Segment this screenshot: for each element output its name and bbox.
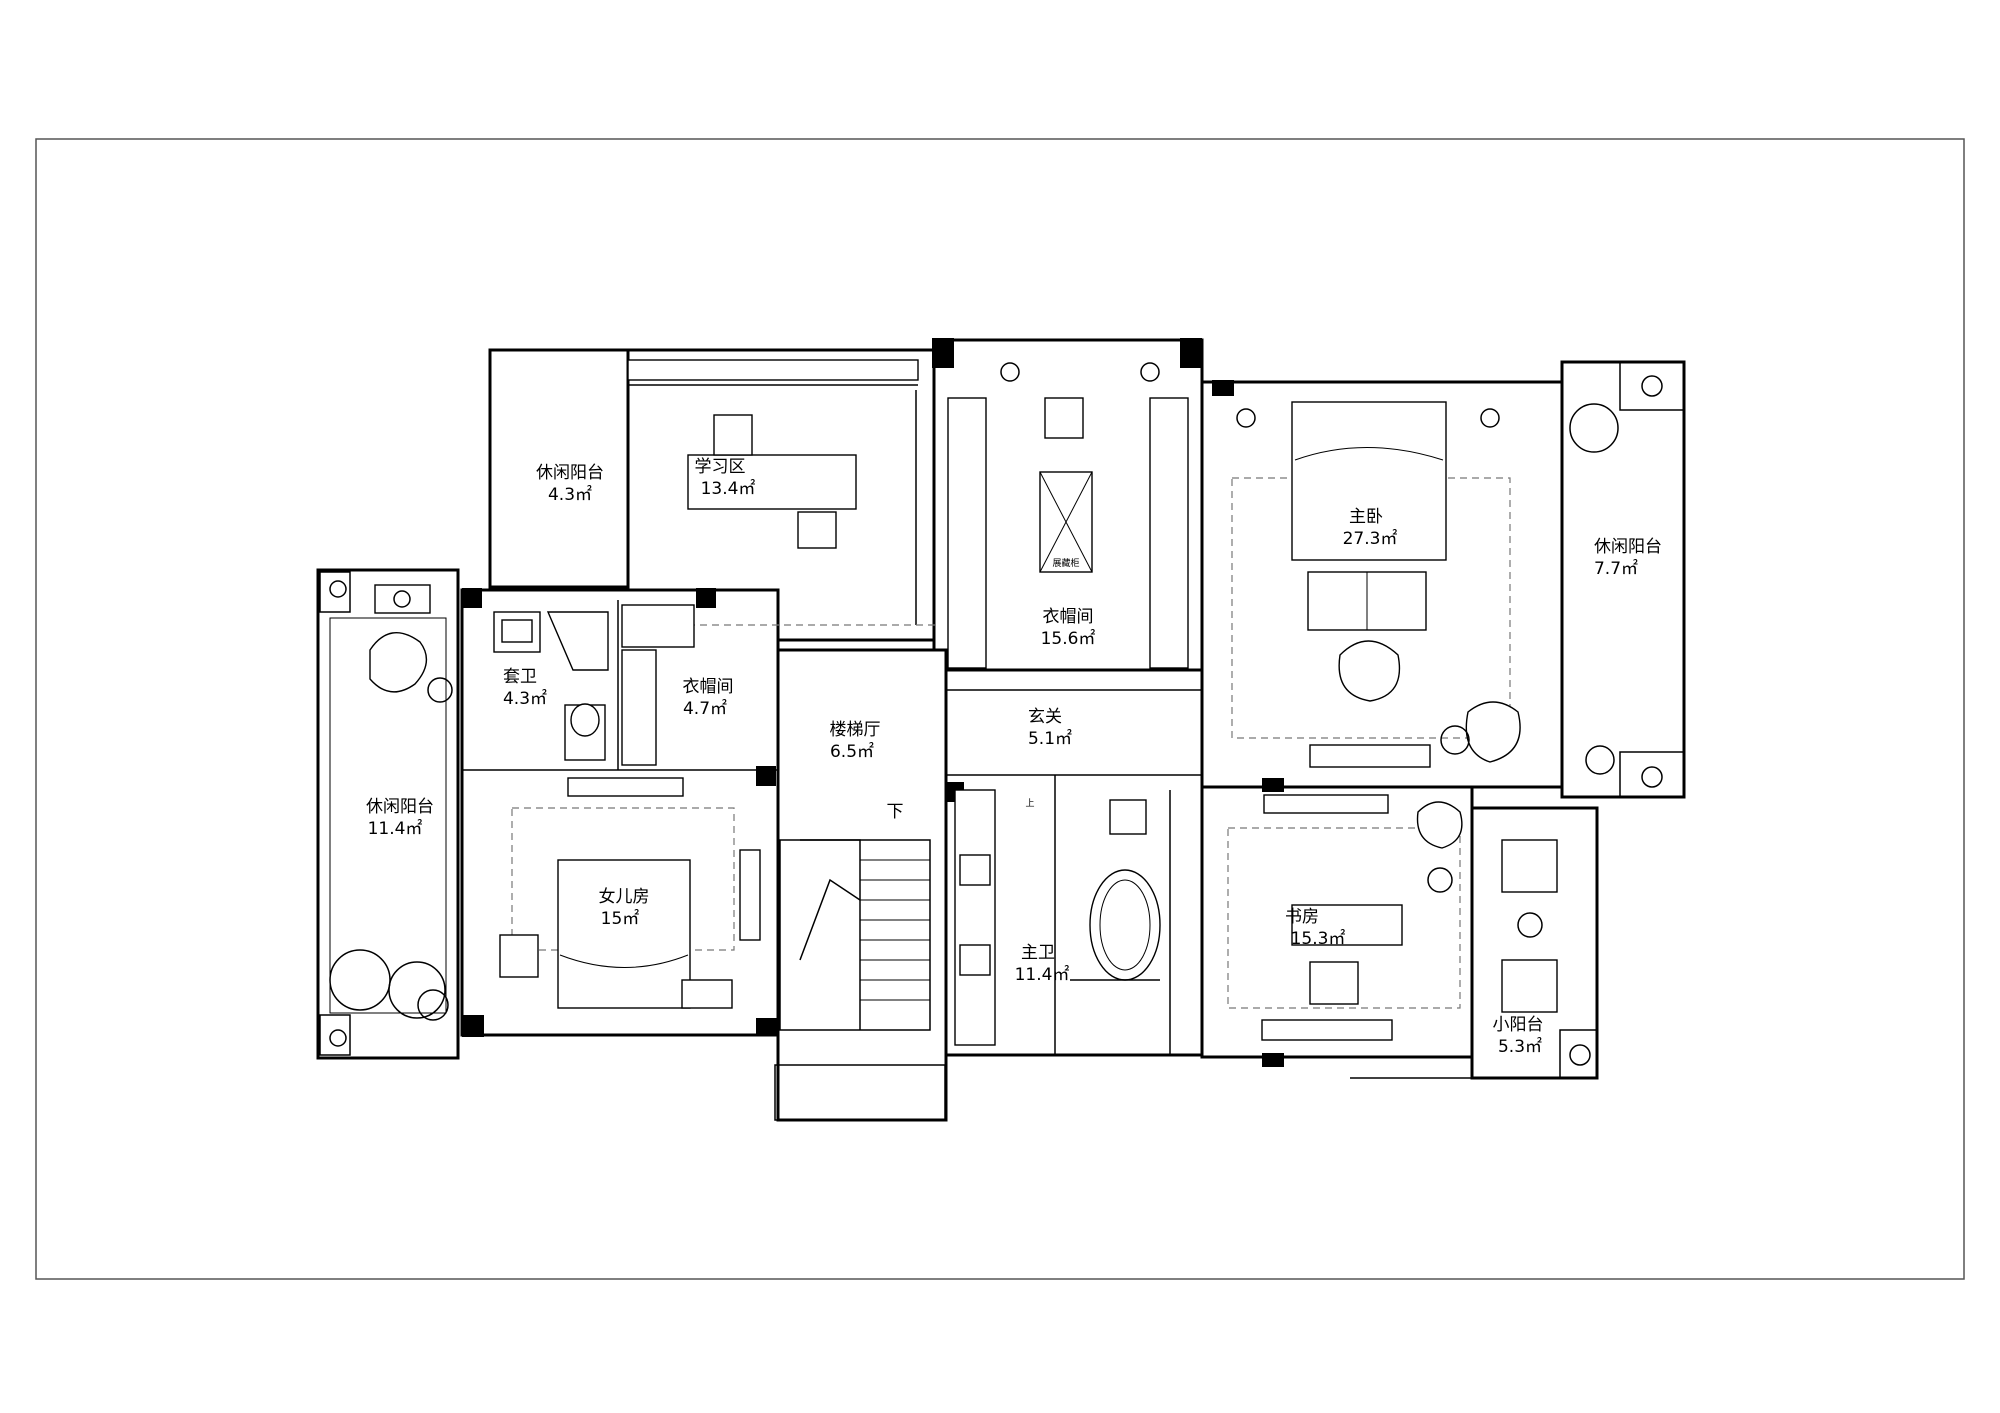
room-name-closet-main: 衣帽间 [1043,607,1094,627]
master-bed-furniture [1236,401,1521,768]
stair-hall-stairs: 下 [774,802,946,1121]
room-area-guest-bath: 4.3㎡ [503,689,547,709]
room-name-balcony-b: 休闲阳台 [1594,537,1662,557]
room-name-guest-bath: 套卫 [503,667,537,687]
room-name-small-balcony: 小阳台 [1493,1015,1544,1035]
room-area-closet-small: 4.7㎡ [683,699,727,719]
balcony-b-furniture [1569,403,1619,775]
room-name-study: 书房 [1285,907,1319,927]
closet-island-label: 展藏柜 [1052,557,1079,569]
stair-direction-label: 下 [887,802,904,822]
room-name-master-bed: 主卧 [1349,507,1383,527]
room-name-master-bath: 主卫 [1021,943,1055,963]
drawing-frame [35,138,1965,1280]
master-bath-fixtures: 上 [954,789,1161,1046]
room-name-balcony-c: 休闲阳台 [366,797,434,817]
room-name-study-zone: 学习区 [695,457,746,477]
small-balcony-furniture [1501,839,1598,1079]
room-name-closet-small: 衣帽间 [683,677,734,697]
room-area-study-zone: 13.4㎡ [701,479,756,499]
columns [462,338,1284,1067]
room-name-daughter-room: 女儿房 [599,887,650,907]
room-area-study: 15.3㎡ [1291,929,1346,949]
guest-bath-fixtures [493,611,609,761]
daughter-room-furniture [499,777,761,1009]
room-area-balcony-a: 4.3㎡ [548,485,592,505]
room-area-stair-hall: 6.5㎡ [830,742,874,762]
room-name-stair-hall: 楼梯厅 [830,720,881,740]
room-name-foyer: 玄关 [1028,707,1062,727]
room-name-balcony-a: 休闲阳台 [536,463,604,483]
room-area-foyer: 5.1㎡ [1028,729,1072,749]
room-area-daughter-room: 15㎡ [601,909,640,929]
closet-main-furniture: 展藏柜 [947,362,1189,669]
closet-small-furniture [621,604,695,766]
room-area-balcony-b: 7.7㎡ [1594,559,1638,579]
room-area-balcony-c: 11.4㎡ [368,819,423,839]
room-area-small-balcony: 5.3㎡ [1498,1037,1542,1057]
room-labels: 休闲阳台 4.3㎡ 学习区 13.4㎡ 衣帽间 15.6㎡ 主卧 27.3㎡ 休… [366,457,1662,1057]
door-up-mark: 上 [1025,798,1034,809]
room-area-master-bath: 11.4㎡ [1015,965,1070,985]
study-zone-furniture [627,359,919,549]
interior-partitions [462,384,1562,1055]
study-furniture [1261,794,1463,1041]
room-area-master-bed: 27.3㎡ [1343,529,1398,549]
balcony-c-outline [316,568,460,1060]
room-area-closet-main: 15.6㎡ [1041,629,1096,649]
